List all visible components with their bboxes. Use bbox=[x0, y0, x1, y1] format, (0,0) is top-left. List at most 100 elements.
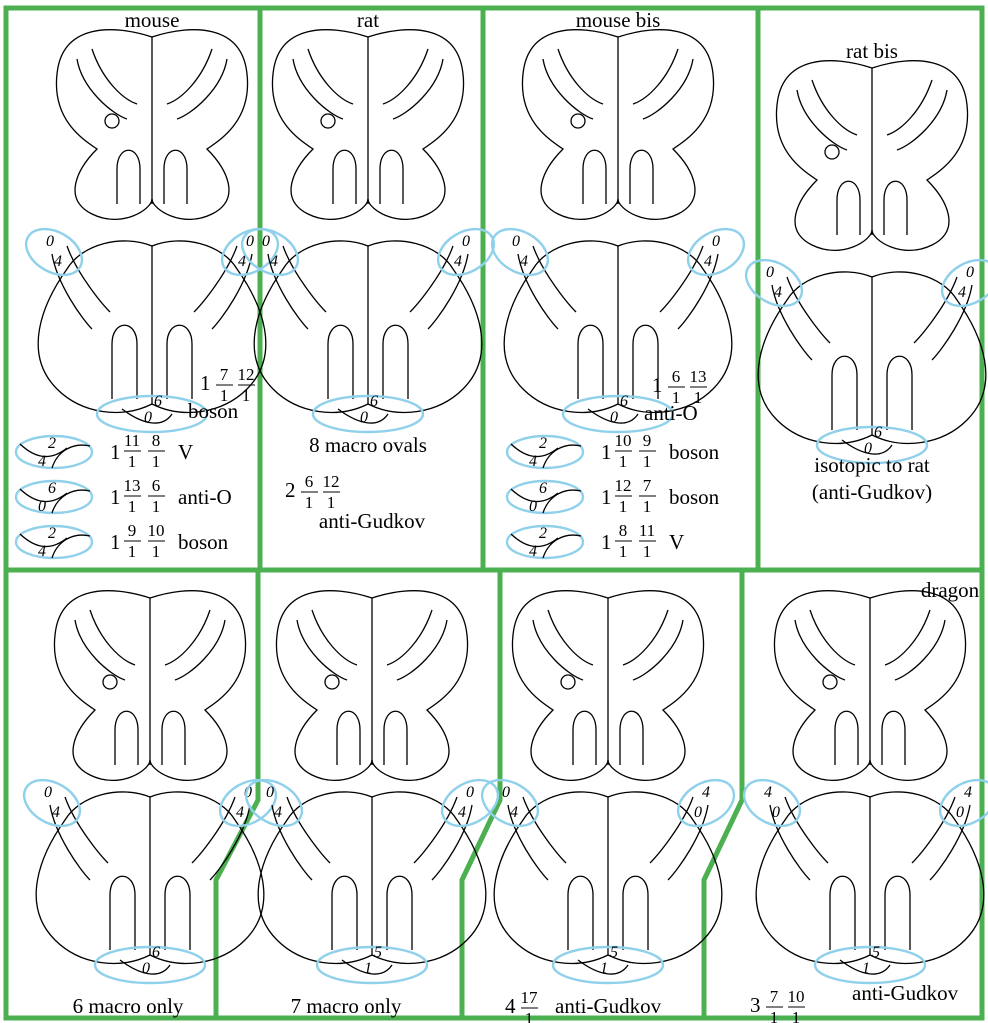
formula-tail: anti-O bbox=[644, 401, 698, 425]
upper-curve bbox=[165, 610, 210, 665]
fraction-numerator: 7 bbox=[220, 365, 229, 384]
lower-curve bbox=[678, 254, 718, 329]
lower-curve bbox=[67, 246, 110, 312]
row-word: V bbox=[669, 530, 684, 554]
panel-title: dragon bbox=[921, 578, 980, 602]
upper-curve bbox=[397, 620, 447, 680]
oval-row: 24111181V bbox=[16, 431, 193, 471]
formula-tail: boson bbox=[188, 399, 239, 423]
fraction-numerator: 8 bbox=[152, 431, 161, 450]
bottom-oval-label-a: 5 bbox=[872, 944, 880, 961]
bottom-oval-label-b: 0 bbox=[360, 409, 368, 426]
row-label-a: 2 bbox=[48, 435, 56, 452]
upper-curve bbox=[276, 591, 372, 781]
upper-curve bbox=[623, 610, 668, 665]
left-oval-label-a: 0 bbox=[262, 233, 270, 250]
lower-curve bbox=[533, 246, 576, 312]
oval-row: 60112171boson bbox=[507, 476, 720, 516]
left-oval-label-b: 0 bbox=[772, 804, 780, 821]
left-oval-label-b: 4 bbox=[270, 253, 278, 270]
lower-curve bbox=[212, 254, 252, 329]
row-label-b: 4 bbox=[38, 453, 46, 470]
upper-curve bbox=[372, 591, 468, 781]
fraction-denominator: 1 bbox=[305, 493, 314, 512]
row-label-a: 2 bbox=[539, 435, 547, 452]
fraction-denominator: 1 bbox=[792, 1008, 801, 1023]
upper-curve bbox=[164, 150, 187, 204]
right-oval-label-b: 0 bbox=[956, 804, 964, 821]
lower-curve bbox=[428, 254, 468, 329]
upper-curve bbox=[797, 90, 847, 150]
upper-curve bbox=[548, 610, 593, 665]
left-oval-label-b: 4 bbox=[52, 804, 60, 821]
bottom-oval-label-b: 0 bbox=[610, 409, 618, 426]
fraction-denominator: 1 bbox=[525, 1009, 534, 1023]
panel-labels-2: mouse bis161131anti-O24110191boson601121… bbox=[507, 8, 720, 561]
row-word: anti-O bbox=[178, 485, 232, 509]
lower-curve bbox=[387, 876, 412, 950]
left-oval-label-b: 4 bbox=[520, 253, 528, 270]
upper-curve bbox=[56, 30, 152, 220]
fraction-numerator: 10 bbox=[148, 521, 165, 540]
upper-curve bbox=[884, 181, 907, 235]
right-oval-label-b: 4 bbox=[458, 804, 466, 821]
panel-caption: 6 macro only bbox=[73, 994, 184, 1018]
formula-tail: anti-Gudkov bbox=[852, 981, 959, 1005]
lower-curve bbox=[523, 797, 566, 863]
panel-title: rat bis bbox=[846, 39, 898, 63]
lower-curve bbox=[210, 805, 250, 880]
upper-curve bbox=[633, 620, 683, 680]
lower-curve bbox=[932, 285, 972, 360]
lower-curve bbox=[287, 797, 330, 863]
fraction-denominator: 1 bbox=[643, 542, 652, 561]
fraction-numerator: 13 bbox=[690, 367, 707, 386]
lower-curve bbox=[668, 805, 708, 880]
oval-row: 24110191boson bbox=[507, 431, 720, 471]
oval-row: 60113161anti-O bbox=[16, 476, 232, 516]
upper-curve bbox=[774, 591, 870, 781]
right-oval-label-a: 4 bbox=[964, 784, 972, 801]
oval-row: 24191101boson bbox=[16, 521, 229, 561]
upper-curve bbox=[312, 610, 357, 665]
fraction-numerator: 13 bbox=[124, 476, 141, 495]
upper-curve bbox=[776, 61, 872, 251]
bottom-oval-label-b: 1 bbox=[600, 960, 608, 977]
right-oval-label-a: 0 bbox=[712, 233, 720, 250]
upper-curve bbox=[897, 90, 947, 150]
row-label-a: 6 bbox=[539, 480, 547, 497]
left-oval-label-a: 0 bbox=[266, 784, 274, 801]
fraction-numerator: 7 bbox=[770, 987, 779, 1006]
upper-curve bbox=[618, 30, 714, 220]
row-label-b: 4 bbox=[529, 453, 537, 470]
panel-labels-4: 6 macro only bbox=[73, 994, 184, 1018]
upper-curve bbox=[293, 59, 343, 119]
fraction-numerator: 10 bbox=[615, 431, 632, 450]
left-oval-label-b: 4 bbox=[274, 804, 282, 821]
upper-curve bbox=[92, 49, 137, 104]
panel-caption: 8 macro ovals bbox=[309, 433, 427, 457]
lower-curve bbox=[832, 356, 857, 430]
panel-title: mouse bis bbox=[576, 8, 661, 32]
upper-curve bbox=[558, 49, 603, 104]
fraction-numerator: 8 bbox=[619, 521, 628, 540]
row-label-a: 2 bbox=[539, 525, 547, 542]
upper-curve bbox=[175, 620, 225, 680]
fraction-denominator: 1 bbox=[643, 497, 652, 516]
right-oval-label-a: 0 bbox=[466, 784, 474, 801]
small-oval bbox=[321, 114, 335, 128]
small-oval bbox=[823, 675, 837, 689]
fraction-numerator: 11 bbox=[639, 521, 655, 540]
panel-5: 040451 bbox=[238, 591, 506, 983]
lower-curve bbox=[194, 246, 237, 312]
upper-curve bbox=[573, 711, 596, 765]
upper-curve bbox=[870, 591, 966, 781]
right-oval-label-a: 0 bbox=[462, 233, 470, 250]
fraction-numerator: 11 bbox=[124, 431, 140, 450]
upper-curve bbox=[887, 80, 932, 135]
upper-curve bbox=[643, 59, 693, 119]
upper-curve bbox=[583, 150, 606, 204]
